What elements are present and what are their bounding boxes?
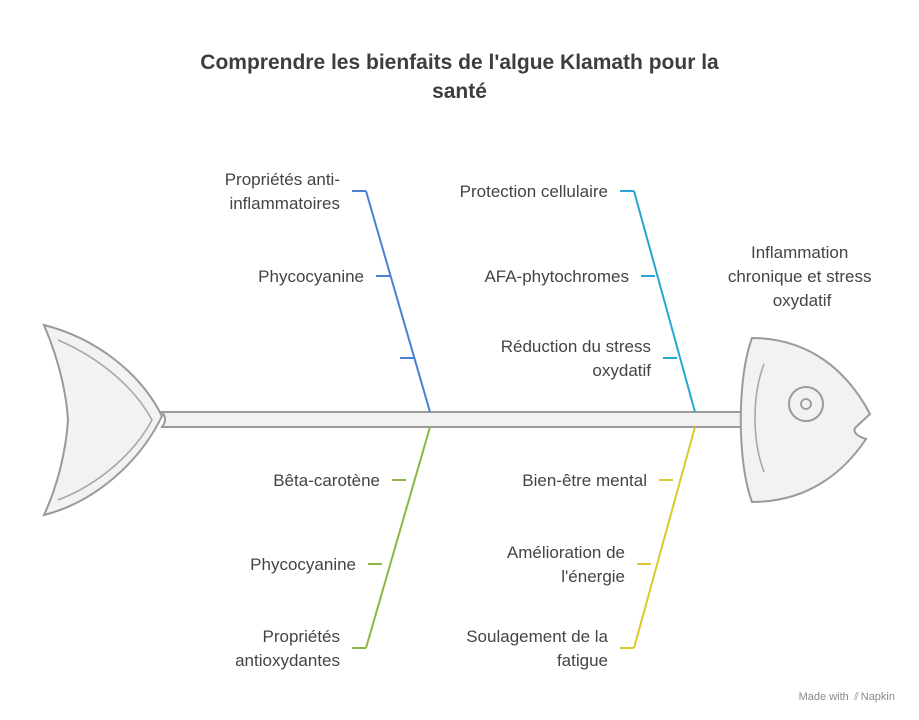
cause-label-line: Amélioration de	[507, 543, 625, 562]
cause-label-top-left-2: Phycocyanine	[258, 267, 364, 286]
cause-label-line: oxydatif	[592, 361, 651, 380]
cause-label-top-right-2: AFA-phytochromes	[484, 267, 629, 286]
title-line-2: santé	[432, 80, 487, 103]
page-title: Comprendre les bienfaits de l'algue Klam…	[0, 48, 919, 106]
fish-eye	[788, 386, 824, 422]
cause-label-top-right-1: Protection cellulaire	[460, 182, 608, 201]
cause-label-bottom-left-1: Bêta-carotène	[273, 471, 380, 490]
cause-label-top-left-1: Propriétés anti-inflammatoires	[225, 170, 340, 213]
cause-label-line: l'énergie	[561, 567, 625, 586]
fish-pupil	[800, 398, 812, 410]
cause-label-line: Soulagement de la	[466, 627, 608, 646]
effect-line-3: oxydatif	[773, 291, 832, 310]
fish-tail	[42, 323, 164, 517]
fish-spine	[159, 411, 753, 428]
effect-line-1: Inflammation	[751, 243, 848, 262]
cause-label-line: Réduction du stress	[501, 337, 651, 356]
brand-prefix: Made with	[798, 691, 849, 703]
cause-label-top-right-3: Réduction du stress oxydatif	[501, 337, 652, 380]
bone-bottom-right	[633, 426, 696, 649]
cause-label-bottom-right-2: Amélioration de l'énergie	[507, 543, 625, 586]
cause-label-line: Protection cellulaire	[460, 182, 608, 201]
cause-label-line: Bien-être mental	[522, 471, 647, 490]
napkin-logo-icon: ⫽	[853, 691, 859, 703]
napkin-watermark: Made with ⫽Napkin	[799, 691, 895, 704]
bone-top-left	[365, 190, 431, 413]
cause-label-line: antioxydantes	[235, 651, 340, 670]
cause-label-line: Bêta-carotène	[273, 471, 380, 490]
cause-label-line: inflammatoires	[229, 194, 340, 213]
bone-top-right	[633, 190, 696, 413]
title-line-1: Comprendre les bienfaits de l'algue Klam…	[200, 51, 719, 74]
effect-line-2: chronique et stress	[728, 267, 872, 286]
bone-bottom-left	[365, 426, 431, 649]
cause-label-bottom-left-2: Phycocyanine	[250, 555, 356, 574]
cause-label-line: fatigue	[557, 651, 608, 670]
brand-name: Napkin	[860, 691, 895, 703]
cause-label-bottom-left-3: Propriétés antioxydantes	[235, 627, 340, 670]
cause-label-line: Phycocyanine	[258, 267, 364, 286]
cause-label-line: Propriétés anti-	[225, 170, 340, 189]
fish-tail-fold	[57, 339, 153, 501]
cause-label-line: AFA-phytochromes	[484, 267, 629, 286]
cause-label-line: Phycocyanine	[250, 555, 356, 574]
cause-label-line: Propriétés	[263, 627, 340, 646]
cause-label-bottom-right-1: Bien-être mental	[522, 471, 647, 490]
effect-label: Inflammation chronique et stress oxydati…	[728, 243, 876, 310]
fish-gill	[754, 363, 765, 473]
cause-label-bottom-right-3: Soulagement de la fatigue	[466, 627, 608, 670]
